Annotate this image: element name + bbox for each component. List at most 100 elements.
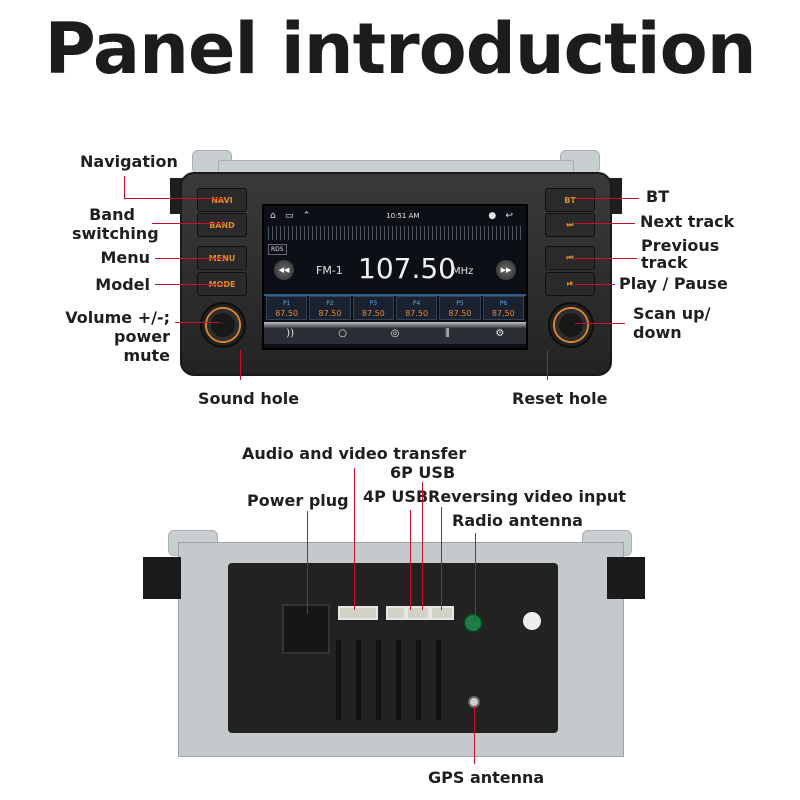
callout-line: [307, 511, 308, 614]
label-line: track: [641, 253, 688, 272]
radio-antenna-socket: [463, 613, 483, 633]
page-title: Panel introduction: [44, 8, 756, 90]
callout-line: [475, 533, 476, 618]
navi-button[interactable]: NAVI: [197, 188, 247, 212]
preset-label: P1: [282, 300, 291, 307]
preset-label: P5: [456, 300, 464, 307]
callout-line: [354, 468, 355, 610]
left-mount-foot: [143, 557, 181, 599]
clock: 10:51 AM: [386, 212, 420, 220]
label-sound-hole: Sound hole: [198, 389, 300, 408]
window-icon[interactable]: ▭: [284, 211, 294, 221]
search-icon[interactable]: ○: [338, 327, 347, 339]
callout-line: [575, 323, 625, 324]
label-next-track: Next track: [640, 212, 735, 231]
rear-housing: [228, 563, 558, 733]
power-plug-connector: [282, 604, 330, 654]
seek-back-icon[interactable]: ◀◀: [274, 260, 294, 280]
frequency-display: RDS ◀◀ FM-1 107.50 MHz ▶▶: [264, 240, 526, 294]
callout-line: [155, 258, 225, 259]
home-icon[interactable]: ⌂: [270, 211, 276, 221]
preset-1[interactable]: P1 87.50: [266, 296, 308, 320]
heat-sink-fin: [436, 640, 441, 720]
preset-value: 87.50: [361, 309, 385, 318]
bt-button[interactable]: BT: [545, 188, 595, 212]
callout-line: [474, 706, 475, 764]
callout-line: [124, 176, 125, 198]
settings-icon[interactable]: ⚙: [495, 327, 505, 339]
label-audio-video-transfer: Audio and video transfer: [242, 444, 467, 463]
6p-usb-connector: [406, 606, 430, 620]
frequency-value: 107.50: [358, 252, 456, 285]
callout-line: [124, 198, 224, 199]
callout-line: [575, 198, 639, 199]
next-track-button[interactable]: ⏭: [545, 213, 595, 237]
callout-line: [240, 350, 241, 380]
rss-icon[interactable]: )): [286, 327, 295, 339]
callout-line: [410, 510, 411, 610]
preset-value: 87.50: [275, 309, 299, 318]
preset-2[interactable]: P2 87.50: [309, 296, 351, 320]
label-line: Scan up/: [633, 304, 711, 323]
heat-sink-fin: [356, 640, 361, 720]
preset-value: 87.50: [405, 309, 429, 318]
label-reversing-video: Reversing video input: [428, 487, 626, 506]
right-mount-foot: [607, 557, 645, 599]
preset-label: P2: [326, 300, 334, 307]
tune-knob[interactable]: [548, 302, 594, 348]
reversing-video-connector: [430, 606, 454, 620]
frequency-unit: MHz: [452, 266, 474, 277]
label-6p-usb: 6P USB: [390, 463, 456, 482]
label-bt: BT: [646, 187, 670, 206]
heat-sink-fin: [396, 640, 401, 720]
ce-mark: [523, 612, 541, 630]
preset-4[interactable]: P4 87.50: [395, 296, 438, 320]
callout-line: [575, 284, 615, 285]
label-band-switching: Band switching: [72, 205, 159, 243]
seek-forward-icon[interactable]: ▶▶: [496, 260, 516, 280]
rds-button[interactable]: RDS: [268, 244, 287, 255]
preset-5[interactable]: P5 87.50: [439, 296, 481, 320]
scan-icon[interactable]: ◎: [390, 327, 400, 339]
preset-value: 87.50: [318, 309, 342, 318]
label-navigation: Navigation: [80, 152, 178, 171]
callout-line: [575, 258, 637, 259]
frequency-tuner-scale[interactable]: [268, 226, 522, 240]
band-label: FM-1: [316, 264, 343, 277]
label-volume: Volume +/-; power mute: [60, 308, 170, 365]
label-line: Volume +/-;: [65, 308, 170, 327]
callout-line: [422, 482, 423, 610]
callout-line: [547, 350, 548, 380]
band-button[interactable]: BAND: [197, 213, 247, 237]
callout-line: [575, 223, 635, 224]
location-icon: ●: [488, 211, 497, 221]
preset-value: 87.50: [448, 309, 472, 318]
volume-knob[interactable]: [200, 302, 246, 348]
label-line: Band: [89, 205, 135, 224]
label-radio-antenna: Radio antenna: [452, 511, 583, 530]
callout-line: [441, 507, 442, 610]
preset-label: P6: [499, 300, 508, 307]
label-line: down: [633, 323, 682, 342]
equalizer-icon[interactable]: ⫼: [445, 327, 450, 339]
4p-usb-connector: [386, 606, 406, 620]
preset-label: P3: [369, 300, 378, 307]
chevron-up-icon[interactable]: ⌃: [302, 211, 311, 221]
label-line: mute: [123, 346, 170, 365]
callout-line: [152, 223, 224, 224]
preset-3[interactable]: P3 87.50: [352, 296, 394, 320]
callout-line: [155, 284, 225, 285]
heat-sink-fin: [416, 640, 421, 720]
radio-screen: ⌂ ▭ ⌃ 10:51 AM ● ↩ RDS ◀◀ FM-1 107.50 MH…: [262, 204, 528, 350]
callout-line: [175, 322, 219, 323]
label-scan: Scan up/ down: [633, 304, 710, 342]
back-icon[interactable]: ↩: [505, 211, 513, 221]
label-4p-usb: 4P USB: [363, 487, 429, 506]
preset-label: P4: [412, 300, 421, 307]
label-reset-hole: Reset hole: [512, 389, 608, 408]
label-gps-antenna: GPS antenna: [428, 768, 545, 787]
label-line: power: [114, 327, 170, 346]
label-menu: Menu: [100, 248, 150, 267]
